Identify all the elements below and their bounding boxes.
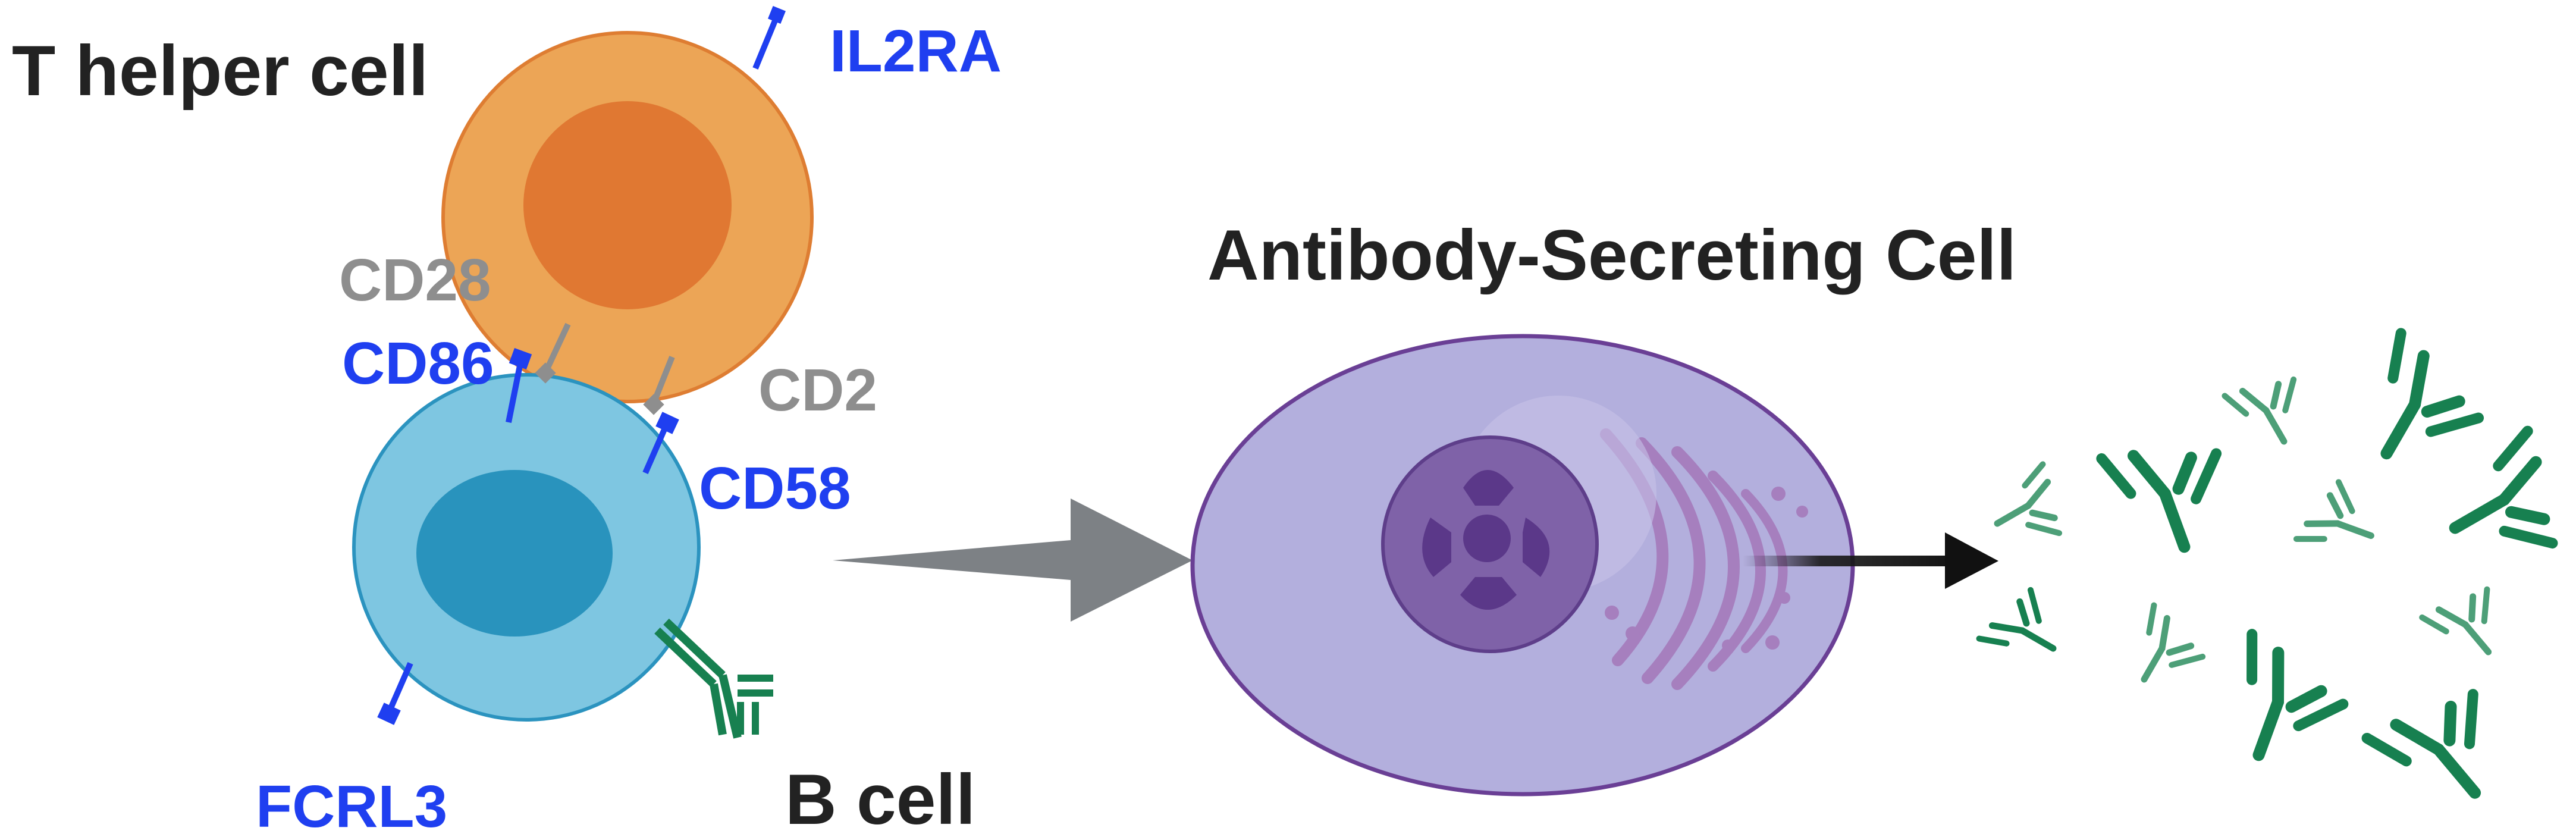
b-cell-label: B cell <box>785 760 975 834</box>
antibody <box>2422 574 2518 670</box>
antibody <box>2296 475 2384 563</box>
cd28-label: CD28 <box>339 247 491 313</box>
cd86-label: CD86 <box>342 330 494 397</box>
b-cell-nucleus <box>416 470 613 637</box>
antibody <box>2224 362 2318 456</box>
antibody <box>2214 634 2355 776</box>
il2ra-receptor <box>752 6 786 70</box>
antibody <box>1979 580 2073 673</box>
t-helper-cell <box>441 31 814 403</box>
antibody <box>1983 464 2076 557</box>
antibody <box>2101 421 2242 563</box>
cd86-receptor <box>506 348 532 423</box>
b-cell <box>352 373 701 722</box>
antibody <box>2431 431 2576 582</box>
il2ra-label: IL2RA <box>830 18 1002 84</box>
secretion-arrow <box>1743 532 1998 589</box>
cd58-receptor <box>642 412 679 475</box>
antibody <box>2345 333 2496 484</box>
antibody <box>2119 606 2213 699</box>
cd2-label: CD2 <box>758 357 877 424</box>
fcrl3-label: FCRL3 <box>256 773 447 834</box>
fcrl3-receptor <box>377 661 413 725</box>
asc-label: Antibody-Secreting Cell <box>1207 215 2016 295</box>
b-cell-receptor-antibody <box>654 618 773 739</box>
antibody <box>2367 668 2522 824</box>
cd58-label: CD58 <box>699 455 851 522</box>
t-helper-cell-label: T helper cell <box>12 31 428 111</box>
secreted-antibodies <box>1979 333 2576 823</box>
t-cell-nucleus <box>523 101 732 309</box>
transition-arrow <box>833 498 1193 622</box>
cd28-receptor <box>535 322 571 384</box>
asc-vesicles <box>1605 487 1808 651</box>
cd2-receptor <box>643 356 675 415</box>
antibody-secreting-cell <box>1190 334 1855 797</box>
asc-chromatin <box>1422 470 1550 610</box>
